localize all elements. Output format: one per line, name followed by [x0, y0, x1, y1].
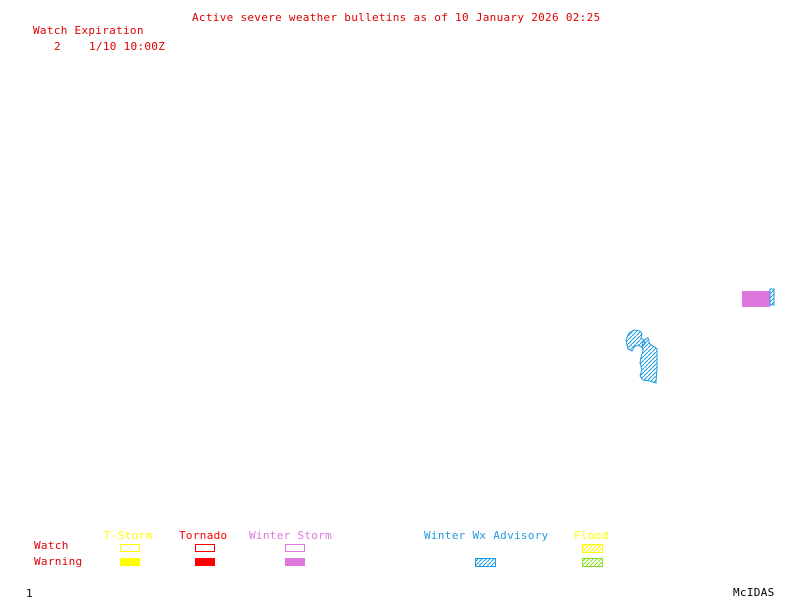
frame-number: 1: [26, 587, 33, 600]
watch-number: 2: [54, 40, 61, 53]
legend-tornado-warning-swatch: [195, 558, 215, 566]
legend-tstorm-label: T-Storm: [104, 529, 153, 542]
winter-wx-advisory-area-east: [769, 288, 775, 306]
winter-wx-advisory-area-north: [625, 329, 646, 352]
legend-flood-warning-swatch: [582, 558, 603, 567]
legend-tstorm-warning-swatch: [120, 558, 140, 566]
winter-storm-warning-area: [742, 291, 770, 307]
watch-table-heading: Watch Expiration: [33, 24, 144, 37]
legend-tornado-watch-swatch: [195, 544, 215, 552]
legend-flood-label: Flood: [574, 529, 609, 542]
legend-winter-storm-label: Winter Storm: [249, 529, 333, 542]
legend-flood-watch-swatch: [582, 544, 603, 553]
legend-winter-storm-watch-swatch: [285, 544, 305, 552]
legend-winter-storm-warning-swatch: [285, 558, 305, 566]
legend-winter-wx-advisory-label: Winter Wx Advisory: [424, 529, 549, 542]
software-label: McIDAS: [733, 586, 775, 599]
watch-expiration: 1/10 10:00Z: [89, 40, 166, 53]
legend-tornado-label: Tornado: [179, 529, 228, 542]
legend-row-warning: Warning: [34, 555, 83, 568]
bulletin-title: Active severe weather bulletins as of 10…: [192, 11, 601, 24]
legend-tstorm-watch-swatch: [120, 544, 140, 552]
legend-winter-wx-advisory-warning-swatch: [475, 558, 496, 567]
winter-wx-advisory-area-south: [639, 337, 658, 384]
legend-row-watch: Watch: [34, 539, 69, 552]
